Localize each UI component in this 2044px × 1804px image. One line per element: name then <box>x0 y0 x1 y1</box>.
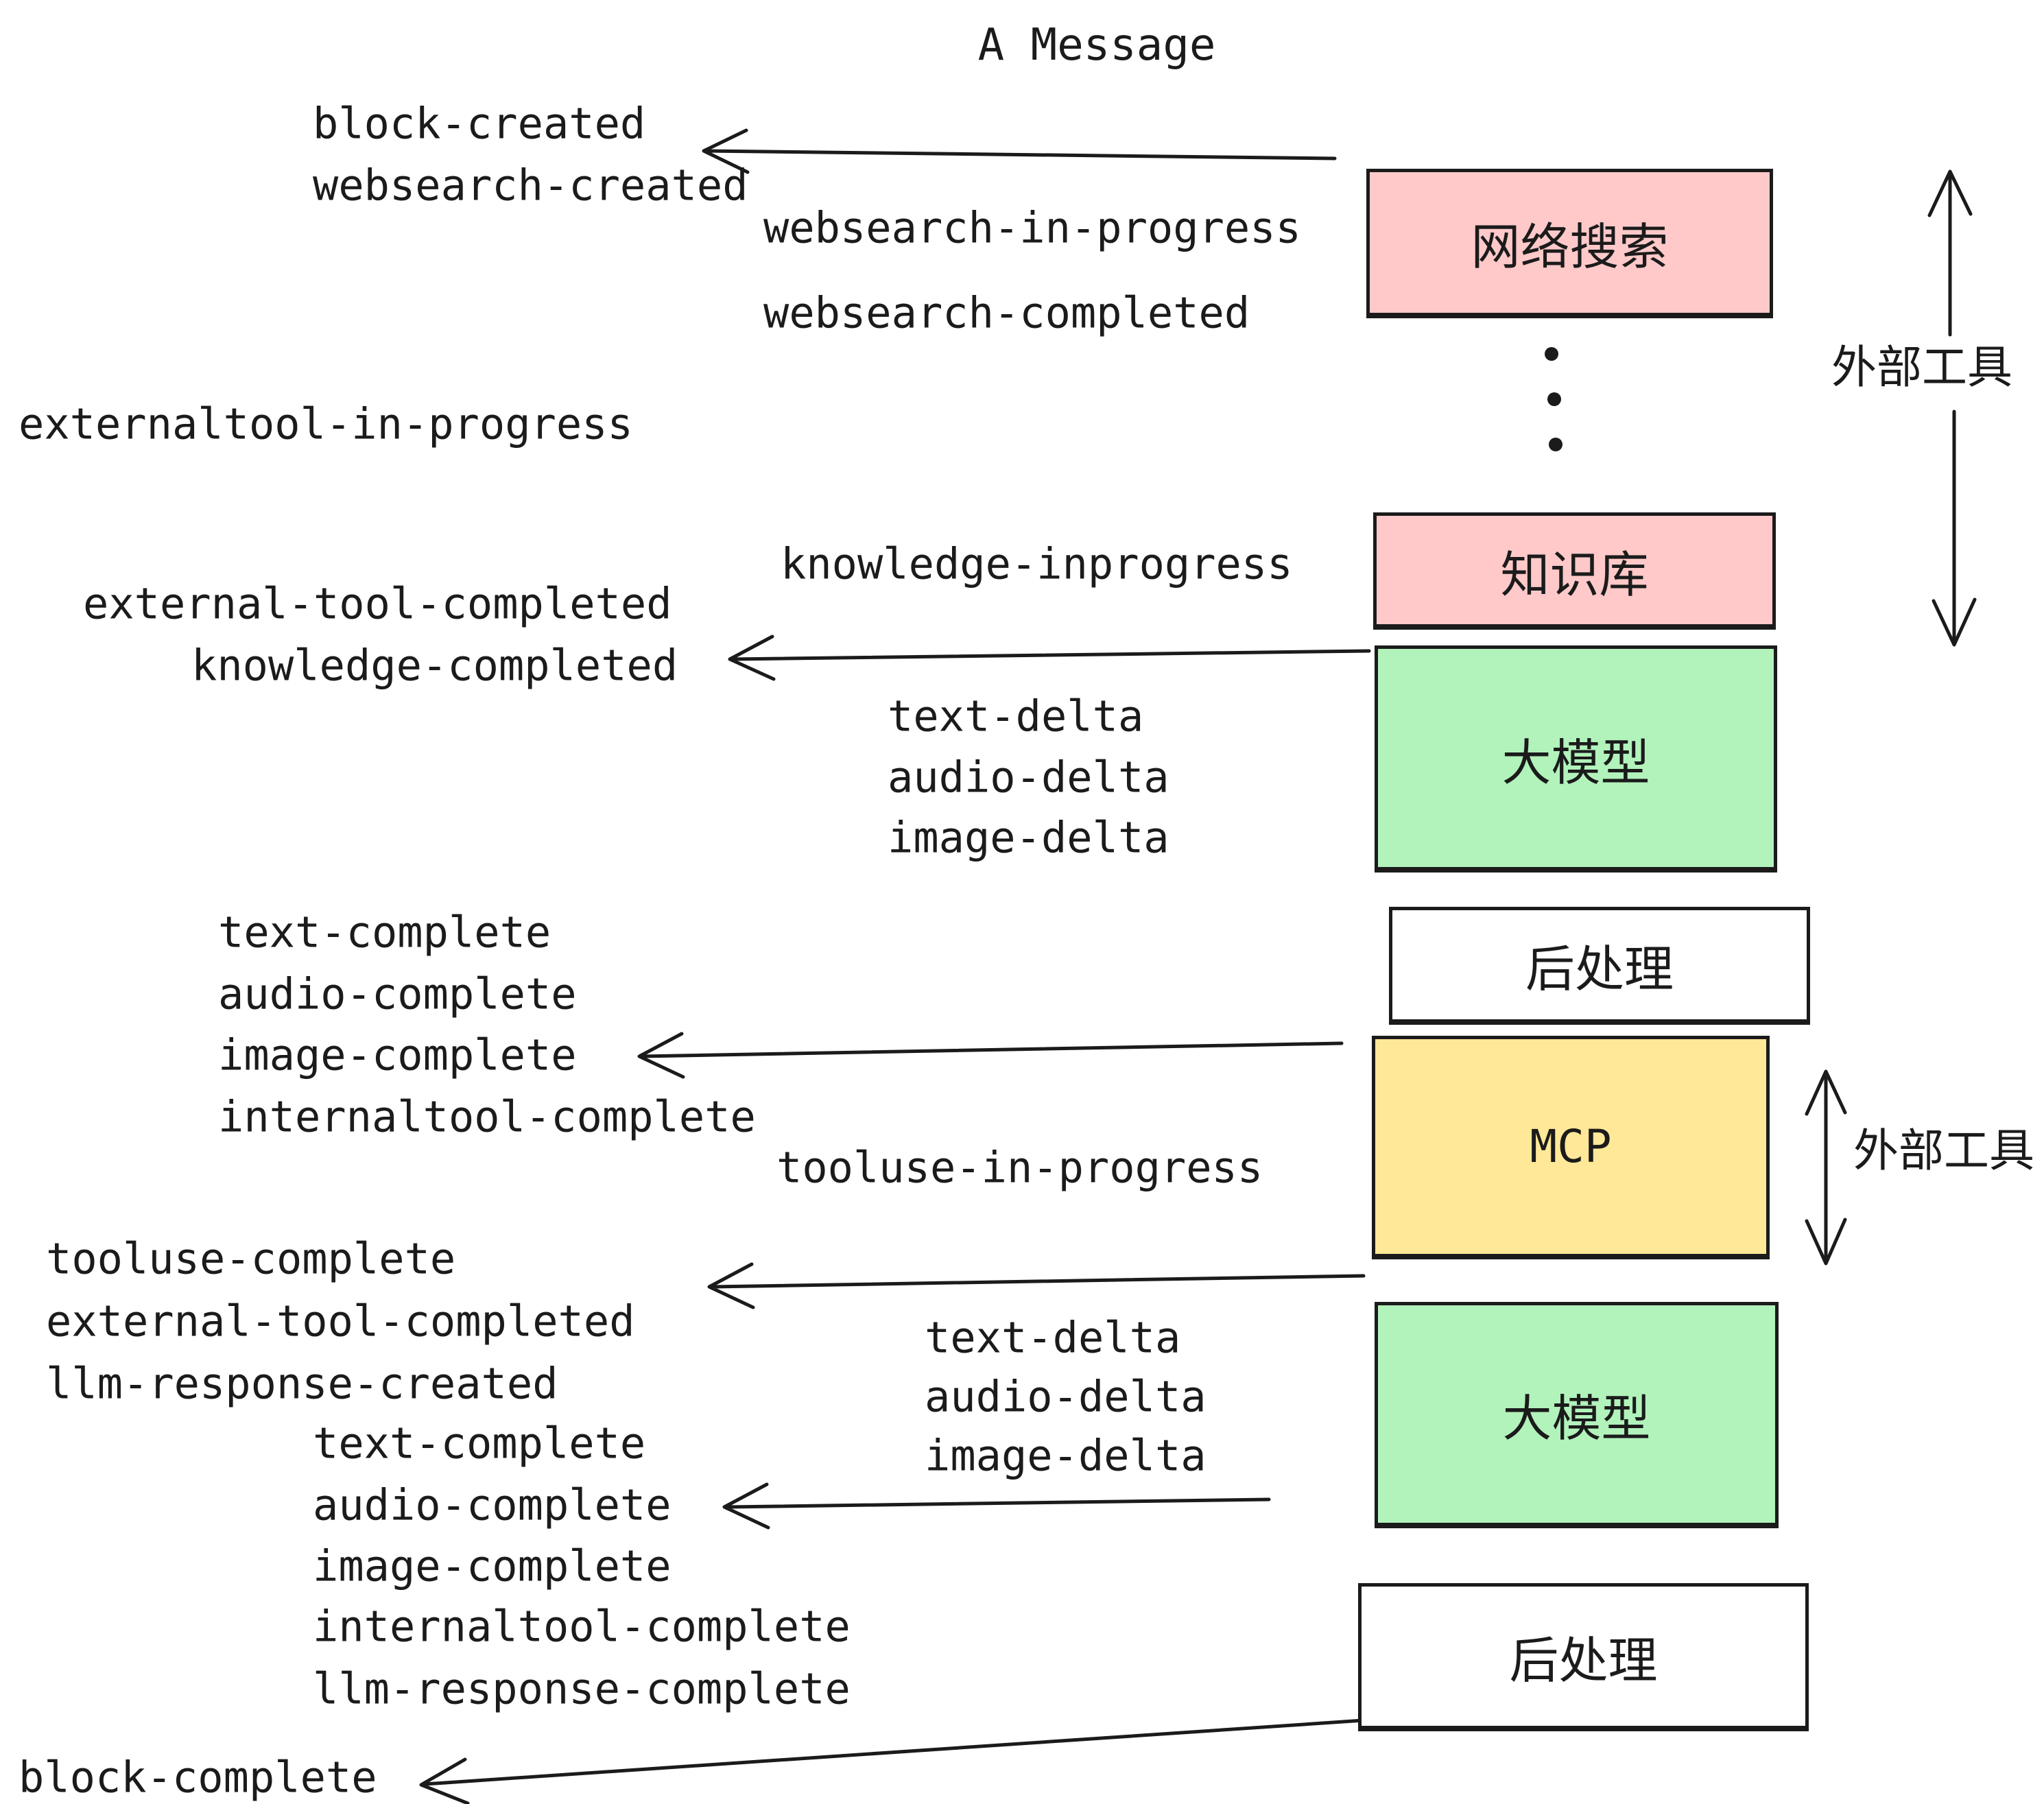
event-label-internaltool-complete: internaltool-complete <box>218 1091 756 1142</box>
event-label-tooluse-in-progress: tooluse-in-progress <box>776 1142 1263 1193</box>
node-mcp: MCP <box>1372 1036 1770 1259</box>
event-label-audio-delta: audio-delta <box>888 752 1169 803</box>
node-knowledge-label: 知识库 <box>1500 545 1649 604</box>
dot-icon <box>1545 347 1558 361</box>
node-postprocess-1-label: 后处理 <box>1525 940 1674 998</box>
side-label-external-tools-top: 外部工具 <box>1831 341 2012 394</box>
event-label-websearch-in-progress: websearch-in-progress <box>763 202 1301 253</box>
node-websearch: 网络搜索 <box>1366 169 1773 318</box>
node-postprocess-2-label: 后处理 <box>1509 1632 1658 1689</box>
event-label-external-tool-completed-2: external-tool-completed <box>46 1296 635 1346</box>
event-label-audio-complete-2: audio-complete <box>313 1480 672 1530</box>
arrow-websearch-to-block-created <box>702 128 1337 174</box>
event-label-text-delta-2: text-delta <box>925 1312 1181 1363</box>
arrow-mcp-to-image-complete <box>637 1032 1344 1079</box>
event-label-knowledge-inprogress: knowledge-inprogress <box>781 538 1293 589</box>
event-label-externaltool-in-progress: externaltool-in-progress <box>19 399 633 449</box>
event-label-llm-response-complete: llm-response-complete <box>313 1663 851 1714</box>
event-label-knowledge-completed: knowledge-completed <box>191 640 678 691</box>
node-postprocess-2: 后处理 <box>1358 1583 1809 1731</box>
node-llm-1: 大模型 <box>1375 645 1777 873</box>
node-llm-2: 大模型 <box>1375 1302 1779 1528</box>
event-label-image-delta-2: image-delta <box>925 1430 1207 1481</box>
event-label-audio-complete: audio-complete <box>218 969 577 1019</box>
event-label-audio-delta-2: audio-delta <box>925 1371 1207 1422</box>
node-websearch-label: 网络搜索 <box>1471 218 1669 276</box>
arrow-external-tools-updown <box>1805 1069 1847 1266</box>
event-label-block-complete: block-complete <box>19 1752 377 1803</box>
event-label-image-complete-2: image-complete <box>313 1541 672 1591</box>
side-label-external-tools-mid: 外部工具 <box>1853 1124 2034 1177</box>
arrow-external-tools-up <box>1927 169 1973 337</box>
diagram-title: A Message <box>977 20 1216 71</box>
node-postprocess-1: 后处理 <box>1389 907 1810 1025</box>
event-label-image-delta: image-delta <box>888 812 1169 863</box>
event-label-text-complete: text-complete <box>218 907 551 958</box>
arrow-llm1-to-knowledge-completed <box>728 634 1371 681</box>
event-label-llm-response-created: llm-response-created <box>46 1358 558 1409</box>
dot-icon <box>1547 392 1561 406</box>
node-knowledge: 知识库 <box>1373 512 1776 630</box>
arrow-external-tools-down <box>1932 410 1977 647</box>
event-label-websearch-completed: websearch-completed <box>763 287 1250 338</box>
node-llm-2-label: 大模型 <box>1502 1390 1651 1447</box>
event-label-external-tool-completed: external-tool-completed <box>83 578 672 629</box>
event-label-text-complete-2: text-complete <box>313 1418 646 1469</box>
event-label-internaltool-complete-2: internaltool-complete <box>313 1601 851 1652</box>
arrow-mcp-to-tooluse-complete <box>707 1262 1366 1309</box>
node-llm-1-label: 大模型 <box>1501 733 1650 792</box>
event-label-tooluse-complete: tooluse-complete <box>46 1233 456 1284</box>
event-label-image-complete: image-complete <box>218 1030 577 1080</box>
event-label-websearch-created: websearch-created <box>313 160 748 211</box>
arrow-llm2-to-audio-complete <box>722 1482 1271 1530</box>
node-mcp-label: MCP <box>1530 1120 1612 1173</box>
event-label-text-delta: text-delta <box>888 691 1144 741</box>
dot-icon <box>1549 438 1562 451</box>
arrow-post2-to-block-complete <box>419 1718 1366 1804</box>
ellipsis-dots <box>1545 347 1562 451</box>
event-label-block-created: block-created <box>313 98 646 149</box>
